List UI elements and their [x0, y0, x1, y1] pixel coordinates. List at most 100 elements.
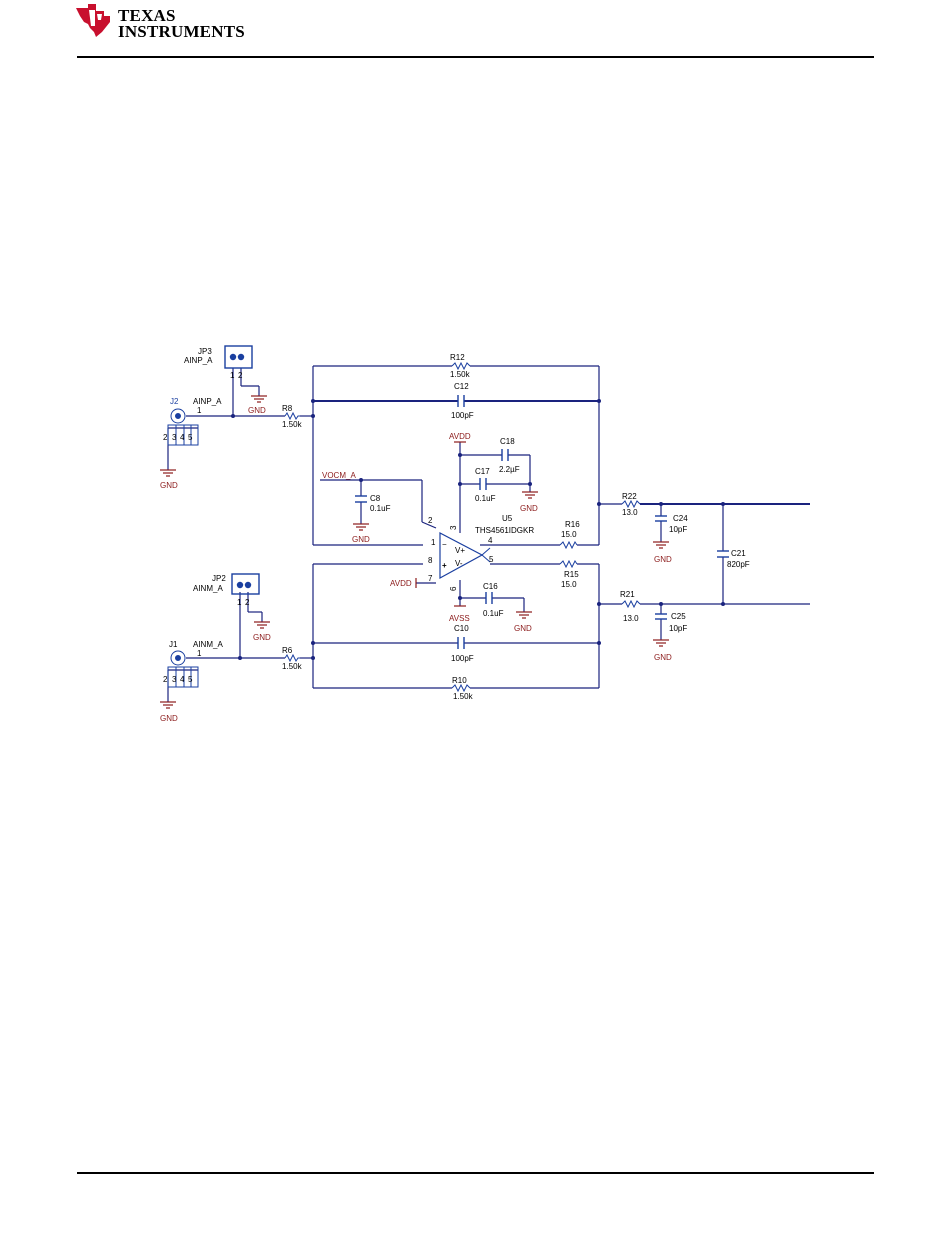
avss-label: AVSS [449, 614, 470, 623]
capacitor-c8 [355, 495, 367, 503]
avdd-label: AVDD [449, 432, 471, 441]
c12-value: 100pF [451, 411, 474, 420]
r10-ref: R10 [452, 676, 467, 685]
gnd-label: GND [654, 653, 672, 662]
resistor-r12 [451, 361, 471, 371]
gnd-label: GND [160, 714, 178, 723]
jp2-pin1: 1 [237, 598, 242, 607]
resistor-r8 [284, 411, 300, 421]
ground-icon [353, 523, 369, 531]
gnd-label: GND [514, 624, 532, 633]
r8-value: 1.50k [282, 420, 303, 429]
u5-pin1: 1 [431, 538, 436, 547]
avdd-label: AVDD [390, 579, 412, 588]
c12-ref: C12 [454, 382, 469, 391]
u5-pin2: 2 [428, 516, 433, 525]
r10-value: 1.50k [453, 692, 474, 701]
c8-ref: C8 [370, 494, 381, 503]
footer-rule [77, 1172, 874, 1174]
c24-value: 10pF [669, 525, 687, 534]
u5-ref: U5 [502, 514, 513, 523]
gnd-label: GND [352, 535, 370, 544]
c21-ref: C21 [731, 549, 746, 558]
gnd-label: GND [520, 504, 538, 513]
gnd-label: GND [253, 633, 271, 642]
jp2-pin2: 2 [245, 598, 250, 607]
jp3-pin1: 1 [230, 371, 235, 380]
r15-ref: R15 [564, 570, 579, 579]
r12-ref: R12 [450, 353, 465, 362]
j2-net: AINP_A [193, 397, 222, 406]
ground-symbols [160, 395, 669, 709]
j1-pin4: 4 [180, 675, 185, 684]
capacitor-c10 [457, 637, 465, 649]
r22-ref: R22 [622, 492, 637, 501]
j2-pin4: 4 [180, 433, 185, 442]
u5-part: THS4561IDGKR [475, 526, 534, 535]
j1-pin3: 3 [172, 675, 177, 684]
resistor-r16 [559, 540, 578, 550]
c24-ref: C24 [673, 514, 688, 523]
r21-ref: R21 [620, 590, 635, 599]
c18-ref: C18 [500, 437, 515, 446]
c16-ref: C16 [483, 582, 498, 591]
ground-icon [160, 701, 176, 709]
j1-net: AINM_A [193, 640, 223, 649]
j2-pin2: 2 [163, 433, 168, 442]
resistor-r15 [559, 559, 578, 569]
resistors [284, 361, 641, 693]
texas-instruments-logo: TEXAS INSTRUMENTS [74, 2, 245, 42]
j1-ref: J1 [169, 640, 178, 649]
vocm-label: VOCM_A [322, 471, 356, 480]
gnd-label: GND [248, 406, 266, 415]
capacitors [355, 395, 729, 649]
r6-ref: R6 [282, 646, 293, 655]
u5-minus: − [442, 540, 447, 549]
resistor-r22 [621, 499, 641, 509]
u5-vp: V+ [455, 546, 465, 555]
c21-value: 820pF [727, 560, 750, 569]
r8-ref: R8 [282, 404, 293, 413]
ground-icon [160, 469, 176, 477]
resistor-r21 [621, 599, 641, 609]
connector-j2 [167, 408, 199, 446]
u5-pin4: 4 [488, 536, 493, 545]
capacitor-c21 [717, 550, 729, 558]
c17-ref: C17 [475, 467, 490, 476]
u5-pin3: 3 [449, 525, 458, 530]
gnd-label: GND [654, 555, 672, 564]
r6-value: 1.50k [282, 662, 303, 671]
resistor-r6 [284, 653, 300, 663]
ground-icon [653, 639, 669, 647]
u5-vm: V- [455, 559, 463, 568]
c18-value: 2.2µF [499, 465, 520, 474]
u5-pin8: 8 [428, 556, 433, 565]
ground-icon [516, 611, 532, 619]
ground-icon [653, 541, 669, 549]
c8-value: 0.1uF [370, 504, 391, 513]
j2-pin1: 1 [197, 406, 202, 415]
j2-ref: J2 [170, 397, 179, 406]
jp2-net: AINM_A [193, 584, 223, 593]
c25-ref: C25 [671, 612, 686, 621]
jp3-ref: JP3 [198, 347, 212, 356]
c10-ref: C10 [454, 624, 469, 633]
u5-plus: + [442, 561, 447, 570]
r12-value: 1.50k [450, 370, 471, 379]
jumper-jp3 [224, 345, 253, 369]
j1-pin2: 2 [163, 675, 168, 684]
r16-ref: R16 [565, 520, 580, 529]
c17-value: 0.1uF [475, 494, 496, 503]
c10-value: 100pF [451, 654, 474, 663]
c16-value: 0.1uF [483, 609, 504, 618]
ground-icon [251, 395, 267, 403]
opamp-u5 [439, 532, 491, 580]
capacitor-c18 [501, 449, 509, 461]
jp3-pin2: 2 [238, 371, 243, 380]
c25-value: 10pF [669, 624, 687, 633]
capacitor-c24 [655, 515, 667, 522]
gnd-label: GND [160, 481, 178, 490]
capacitor-c25 [655, 613, 667, 620]
jumper-jp2 [231, 573, 260, 595]
